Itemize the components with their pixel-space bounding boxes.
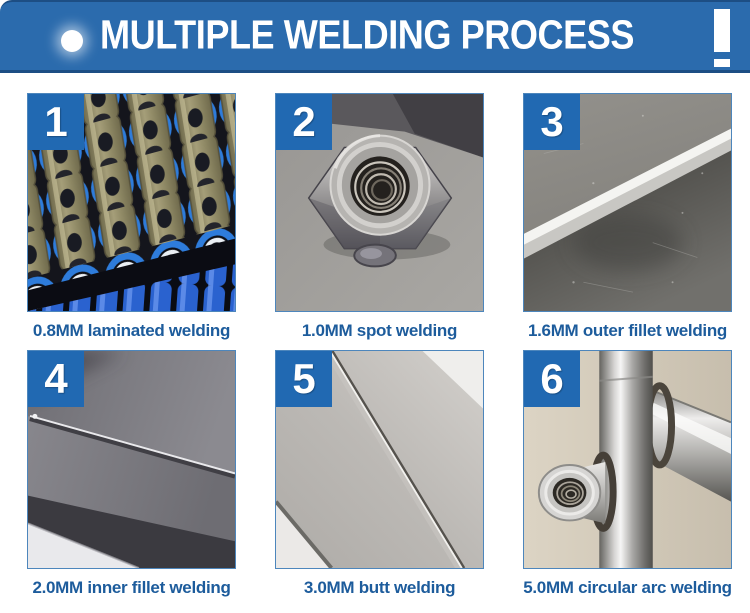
panel-caption: 5.0MM circular arc welding <box>523 578 732 597</box>
outer-fillet-photo <box>524 94 731 311</box>
panel-caption: 1.0MM spot welding <box>301 321 458 340</box>
photo-inner-fillet-welding: 4 <box>27 350 236 569</box>
banner-title: MULTIPLE WELDING PROCESS <box>100 11 634 58</box>
process-panel-2: 2 1.0MM spot welding <box>275 93 484 350</box>
bullet-dot-icon <box>61 30 83 52</box>
process-panel-5: 5 3.0MM butt welding <box>275 350 484 607</box>
battery-pack-photo <box>28 94 235 311</box>
panel-number-badge: 6 <box>524 351 580 407</box>
photo-outer-fillet-welding: 3 <box>523 93 732 312</box>
process-panel-1: 1 0.8MM laminated welding <box>27 93 236 350</box>
panel-caption: 3.0MM butt welding <box>303 578 456 597</box>
process-panel-6: 6 5.0MM circular arc welding <box>523 350 732 607</box>
panel-caption: 0.8MM laminated welding <box>32 321 231 340</box>
exclamation-icon <box>714 9 730 69</box>
panel-caption: 2.0MM inner fillet welding <box>32 578 231 597</box>
panel-number-badge: 4 <box>28 351 84 407</box>
banner-header: MULTIPLE WELDING PROCESS <box>0 0 750 73</box>
panel-caption: 1.6MM outer fillet welding <box>527 321 728 340</box>
process-grid: 1 0.8MM laminated welding <box>27 93 732 607</box>
photo-circular-arc-welding: 6 <box>523 350 732 569</box>
exclamation-base <box>714 59 730 67</box>
process-panel-3: 3 1.6MM outer fillet welding <box>523 93 732 350</box>
hex-nut-photo <box>276 94 483 311</box>
panel-number-badge: 1 <box>28 94 84 150</box>
photo-spot-welding: 2 <box>275 93 484 312</box>
panel-number-badge: 3 <box>524 94 580 150</box>
photo-butt-welding: 5 <box>275 350 484 569</box>
process-panel-4: 4 2.0MM inner fillet welding <box>27 350 236 607</box>
photo-laminated-welding: 1 <box>27 93 236 312</box>
panel-number-badge: 2 <box>276 94 332 150</box>
exclamation-bar <box>714 9 730 52</box>
panel-number-badge: 5 <box>276 351 332 407</box>
